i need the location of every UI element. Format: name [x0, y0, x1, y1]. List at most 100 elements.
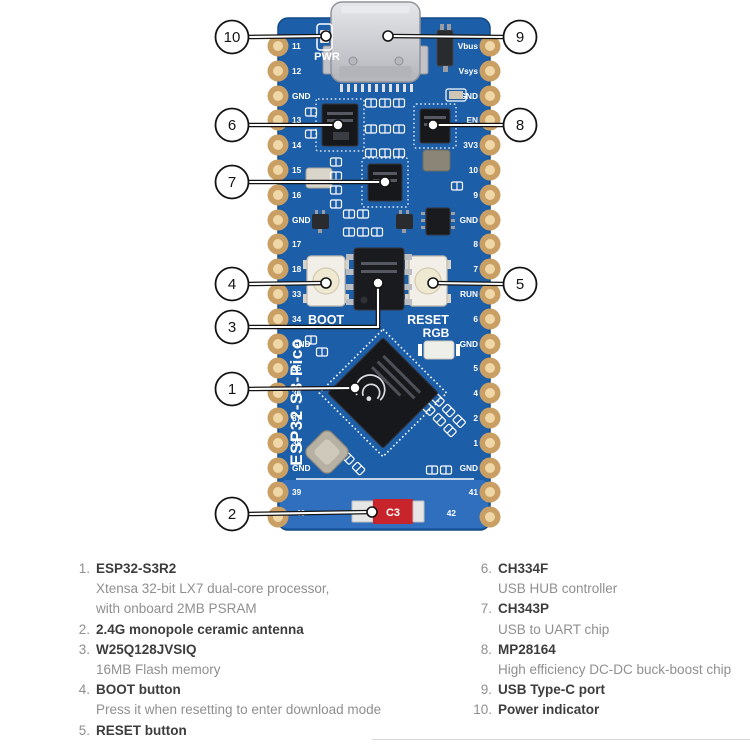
- callout-5-marker: [502, 266, 538, 302]
- legend-item: 3.W25Q128JVSIQ: [60, 640, 430, 660]
- legend-item-desc: 16MB Flash memory: [96, 662, 221, 678]
- svg-text:Vbus: Vbus: [458, 41, 479, 51]
- callout-10-marker: [214, 19, 250, 55]
- svg-text:4: 4: [473, 388, 478, 398]
- svg-text:6: 6: [228, 117, 236, 134]
- legend-item-title: BOOT button: [96, 682, 181, 698]
- callout-4: 4: [214, 266, 332, 302]
- callout-8: 8: [427, 107, 538, 143]
- svg-text:38: 38: [292, 438, 302, 448]
- rgb-led: [418, 340, 460, 360]
- legend-item-title: CH334F: [498, 561, 549, 576]
- boot-label: BOOT: [308, 313, 344, 327]
- pin-labels-left: 11 12 GND 13 14 15 16 GND 17 18 33 34 GN…: [292, 41, 310, 518]
- legend-item: 8.MP28164: [458, 640, 750, 660]
- svg-text:9: 9: [473, 190, 478, 200]
- svg-text:9: 9: [516, 29, 524, 46]
- svg-text:14: 14: [292, 140, 302, 150]
- component-small: [305, 167, 333, 189]
- svg-text:GND: GND: [292, 339, 310, 349]
- legend-left-column: 1.ESP32-S3R2 Xtensa 32-bit LX7 dual-core…: [60, 559, 430, 741]
- legend-item-number: 2.: [78, 621, 90, 637]
- svg-text:13: 13: [292, 115, 302, 125]
- callout-3-marker: [214, 309, 250, 345]
- svg-text:7: 7: [473, 264, 478, 274]
- antenna-marking: C3: [386, 507, 400, 519]
- inductor: [422, 149, 451, 172]
- svg-text:RUN: RUN: [460, 289, 478, 299]
- legend-item-number: 7.: [480, 601, 492, 617]
- callout-7-marker: [214, 164, 250, 200]
- legend-item: 1.ESP32-S3R2: [60, 559, 430, 579]
- svg-text:8: 8: [473, 239, 478, 249]
- legend-item-title: USB Type-C port: [498, 682, 605, 698]
- svg-text:18: 18: [292, 264, 302, 274]
- svg-text:8: 8: [516, 117, 524, 134]
- svg-text:35: 35: [292, 363, 302, 373]
- board-diagram: 11 12 GND 13 14 15 16 GND 17 18 33 34 GN…: [214, 1, 538, 532]
- svg-text:Vsys: Vsys: [459, 66, 479, 76]
- legend-item-number: 8.: [480, 641, 492, 657]
- reset-label: RESET: [407, 313, 449, 327]
- svg-text:4: 4: [228, 276, 236, 293]
- legend-right-column: 6.CH334F USB HUB controller 7.CH343P USB…: [458, 559, 750, 721]
- svg-text:17: 17: [292, 239, 302, 249]
- callout-4-marker: [214, 266, 250, 302]
- svg-text:GND: GND: [292, 91, 310, 101]
- legend-item-title: CH343P: [498, 601, 550, 617]
- svg-text:11: 11: [292, 41, 301, 51]
- callout-3: 3: [214, 277, 384, 345]
- callout-9-marker: [502, 19, 538, 55]
- board-name-vertical: ESP32-S3-Pico: [287, 338, 306, 465]
- legend-item-title: RESET button: [96, 722, 187, 738]
- svg-text:16: 16: [292, 190, 302, 200]
- svg-text:5: 5: [473, 363, 478, 373]
- svg-text:34: 34: [292, 314, 302, 324]
- pwr-label: PWR: [314, 51, 340, 63]
- qfn-right: [421, 207, 455, 236]
- svg-text:GND: GND: [460, 463, 478, 473]
- svg-text:36: 36: [292, 388, 302, 398]
- legend-item: 6.CH334F: [458, 559, 750, 579]
- callout-4-target-dot: [320, 277, 332, 289]
- legend-item-desc: Press it when resetting to enter downloa…: [96, 702, 382, 718]
- callout-8-target-dot: [427, 119, 439, 131]
- callout-8-marker: [502, 107, 538, 143]
- svg-text:5: 5: [516, 276, 524, 293]
- svg-text:7: 7: [228, 174, 236, 191]
- usb-c-port: [322, 1, 429, 92]
- svg-text:10: 10: [469, 165, 479, 175]
- callout-9: 9: [382, 19, 538, 55]
- legend-item: 9.USB Type-C port: [458, 680, 750, 700]
- callout-9-target-dot: [382, 30, 394, 42]
- legend-item-title: W25Q128JVSIQ: [96, 641, 197, 657]
- svg-text:GND: GND: [292, 463, 310, 473]
- callout-1: 1: [214, 371, 361, 407]
- callout-1-marker: [214, 371, 250, 407]
- rgb-label: RGB: [423, 326, 450, 340]
- legend-item-desc: with onboard 2MB PSRAM: [96, 601, 257, 617]
- legend-item-desc: High efficiency DC-DC buck-boost chip: [498, 662, 732, 678]
- svg-text:33: 33: [292, 289, 302, 299]
- callout-7-target-dot: [379, 176, 391, 188]
- legend-item: 4.BOOT button: [60, 680, 430, 700]
- callout-10-target-dot: [320, 30, 332, 42]
- legend-item-number: 1.: [78, 561, 90, 576]
- legend-item-number: 5.: [78, 722, 90, 738]
- svg-text:3: 3: [228, 319, 236, 336]
- svg-text:10: 10: [224, 29, 241, 46]
- svg-text:1: 1: [228, 381, 236, 398]
- crystal: [305, 430, 349, 474]
- svg-text:42: 42: [447, 508, 457, 518]
- legend-item: 2.2.4G monopole ceramic antenna: [60, 620, 430, 640]
- svg-text:12: 12: [292, 66, 302, 76]
- pin-labels-right: Vbus Vsys GND EN 3V3 10 9 GND 8 7 RUN 6 …: [447, 41, 479, 518]
- legend-item: 7. CH343P: [458, 599, 750, 619]
- callout-2: 2: [214, 496, 378, 532]
- svg-text:GND: GND: [460, 91, 478, 101]
- callout-6: 6: [214, 107, 344, 143]
- svg-text:GND: GND: [460, 215, 478, 225]
- bottom-divider: [372, 739, 750, 740]
- callout-1-target-dot: [349, 382, 361, 394]
